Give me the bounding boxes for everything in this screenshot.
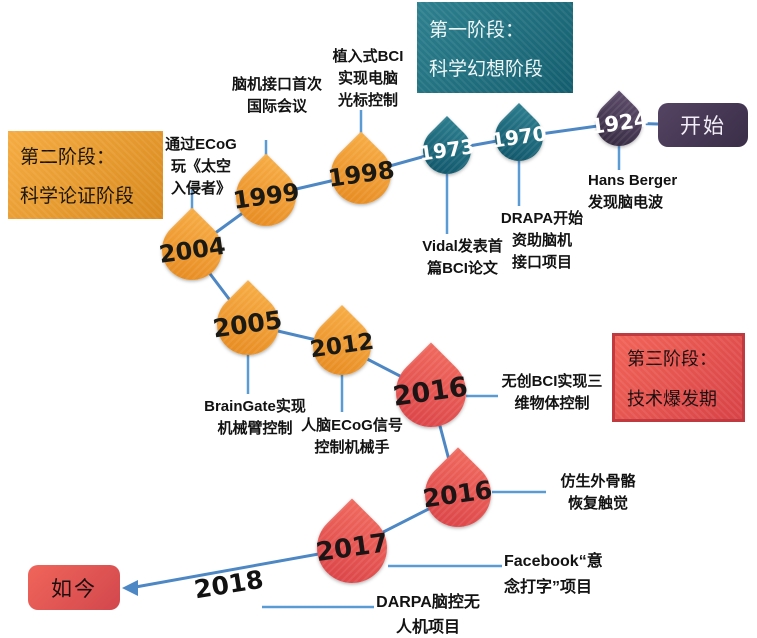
stage3-line2: 技术爆发期 <box>627 388 717 409</box>
timeline-arrowhead <box>122 580 138 596</box>
milestone-year-1970: 1970 <box>489 121 549 153</box>
note-2005: BrainGate实现 机械臂控制 <box>204 398 306 437</box>
note-1998: 植入式BCI 实现电脑 光标控制 <box>332 48 404 109</box>
milestone-year-2005: 2005 <box>211 304 285 344</box>
note-1973: Vidal发表首 篇BCI论文 <box>422 238 503 277</box>
stage1-line1: 第一阶段： <box>429 19 525 41</box>
note-2012: 人脑ECoG信号 控制机械手 <box>301 417 403 456</box>
milestone-year-2016-second: 2016 <box>421 474 495 514</box>
milestone-year-2017: 2017 <box>314 528 390 568</box>
stage-box-phase1: 第一阶段： 科学幻想阶段 <box>417 2 573 93</box>
milestone-year-2012: 2012 <box>308 328 376 364</box>
stage-box-phase3: 第三阶段： 技术爆发期 <box>612 333 745 422</box>
milestone-year-2004: 2004 <box>156 231 228 269</box>
note-1924: Hans Berger 发现脑电波 <box>588 172 678 211</box>
now-label: 如今 <box>51 577 97 601</box>
note-2016-first: 无创BCI实现三 维物体控制 <box>501 373 603 412</box>
now-pill: 如今 <box>28 565 120 610</box>
note-2016-second: 仿生外骨骼 恢复触觉 <box>560 473 636 512</box>
stage3-line1: 第三阶段： <box>627 348 717 369</box>
milestone-year-1973: 1973 <box>417 134 477 166</box>
start-label: 开始 <box>680 115 726 138</box>
note-connectors <box>190 110 621 609</box>
note-2017: Facebook“意 念打字”项目 <box>504 553 603 596</box>
stage2-line2: 科学论证阶段 <box>20 186 135 207</box>
stage1-line2: 科学幻想阶段 <box>429 58 544 80</box>
milestone-year-2016-first: 2016 <box>391 371 471 413</box>
milestone-year-1998: 1998 <box>325 155 397 193</box>
start-pill: 开始 <box>658 103 748 147</box>
note-2004: 通过ECoG 玩《太空 入侵者》 <box>165 136 237 197</box>
note-1999: 脑机接口首次 国际会议 <box>231 76 322 115</box>
note-2018: DARPA脑控无 人机项目 <box>376 594 480 636</box>
stage-box-phase2: 第二阶段： 科学论证阶段 <box>8 131 163 219</box>
note-1970: DRAPA开始 资助脑机 接口项目 <box>500 210 584 271</box>
stage2-line1: 第二阶段： <box>20 147 116 168</box>
